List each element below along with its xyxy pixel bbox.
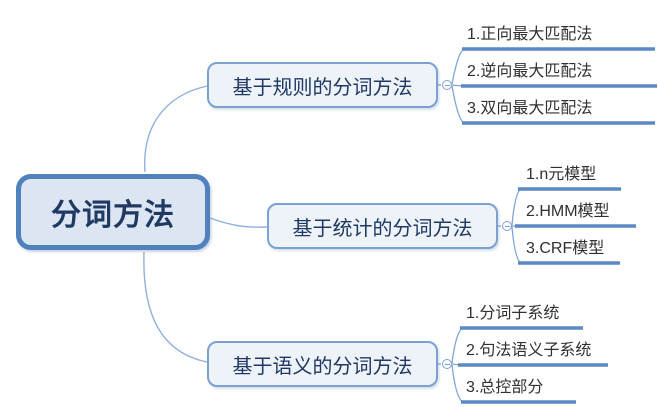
child-topic[interactable]: 2.逆向最大匹配法	[467, 63, 593, 80]
connector-branch2-child1	[511, 188, 522, 226]
child-topic[interactable]: 2.HMM模型	[526, 203, 610, 220]
child-topic[interactable]: 1.n元模型	[526, 166, 597, 183]
child-topic[interactable]: 3.CRF模型	[526, 240, 605, 257]
root-topic[interactable]: 分词方法	[16, 174, 210, 250]
root-topic-label: 分词方法	[51, 199, 175, 232]
branch-label: 基于统计的分词方法	[292, 217, 473, 240]
collapse-toggle-branch-3[interactable]	[442, 359, 452, 369]
branch-rule-based[interactable]: 基于规则的分词方法	[207, 62, 438, 108]
connector-root-to-branch-2	[209, 217, 268, 228]
minus-icon	[504, 225, 510, 227]
child-topic[interactable]: 1.分词子系统	[466, 305, 560, 322]
connector-branch1-child1	[451, 48, 465, 85]
connector-root-to-branch-1	[144, 85, 208, 173]
minus-icon	[444, 84, 450, 86]
child-topic[interactable]: 2.句法语义子系统	[466, 342, 592, 359]
connector-branch1-child3	[451, 85, 465, 124]
child-topic[interactable]: 1.正向最大匹配法	[467, 26, 593, 43]
branch-statistics-based[interactable]: 基于统计的分词方法	[267, 203, 498, 249]
child-topic[interactable]: 3.总控部分	[466, 379, 544, 396]
connector-branch2-child3	[511, 226, 522, 264]
connector-root-to-branch-3	[143, 251, 208, 363]
collapse-toggle-branch-1[interactable]	[442, 80, 452, 90]
minus-icon	[444, 363, 450, 365]
child-topic[interactable]: 3.双向最大匹配法	[467, 100, 593, 117]
collapse-toggle-branch-2[interactable]	[502, 221, 512, 231]
branch-semantics-based[interactable]: 基于语义的分词方法	[207, 341, 438, 387]
connector-branch1-child2	[451, 84, 463, 87]
connector-branch3-child2	[451, 363, 461, 366]
branch-label: 基于规则的分词方法	[232, 76, 413, 99]
connector-branch3-child1	[451, 327, 464, 364]
branch-label: 基于语义的分词方法	[232, 355, 413, 378]
connector-branch3-child3	[451, 364, 464, 403]
